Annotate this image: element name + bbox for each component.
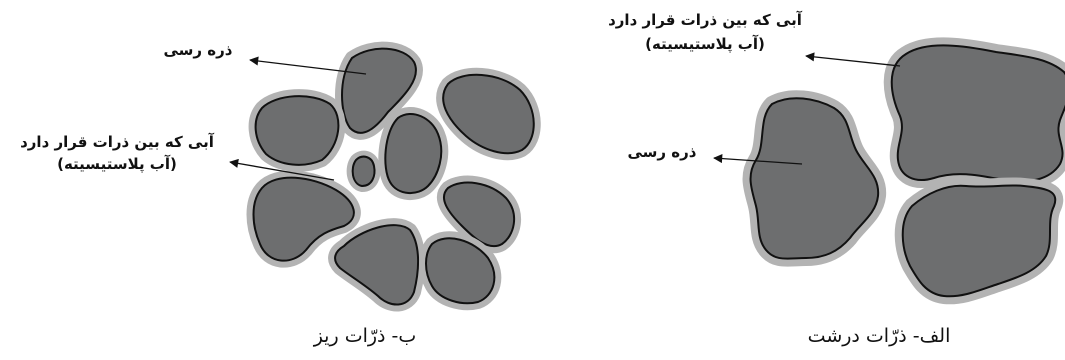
clay-particle [335,41,423,140]
clay-particle [246,170,361,268]
arrow-particle-right [713,154,803,165]
clay-particle [419,231,502,311]
label-clay-particle-fine: ذره رسی [163,41,233,59]
label-water-fine-line1: آبی که بین ذرات قرار دارد [20,133,214,151]
label-clay-particle-coarse: ذره رسی [627,143,697,161]
label-water-coarse-line2: (آب پلاستیسیته) [645,35,765,53]
label-water-coarse-line1: آبی که بین ذرات قرار دارد [608,11,802,29]
clay-particle [328,218,426,312]
clay-particle [378,107,449,200]
arrow-water-right [805,52,901,67]
arrow-particle-left [249,56,367,75]
clay-particle [742,90,887,267]
clay-particle [436,67,541,161]
label-water-fine: آبی که بین ذرات قرار دارد (آب پلاستیسیته… [6,131,228,175]
caption-coarse-particles: الف- ذرّات درشت [807,325,951,347]
label-water-coarse: آبی که بین ذرات قرار دارد (آب پلاستیسیته… [594,8,816,56]
arrow-water-left [229,158,335,181]
clay-particle [883,37,1065,190]
clay-particle [346,150,381,192]
clay-particle [437,175,522,253]
clay-particle [248,89,346,172]
caption-fine-particles: ب- ذرّات ریز [313,325,417,347]
fine-particles-cluster [246,41,541,312]
clay-particle [894,177,1064,305]
coarse-particles-cluster [742,37,1065,305]
label-water-fine-line2: (آب پلاستیسیته) [57,155,177,173]
